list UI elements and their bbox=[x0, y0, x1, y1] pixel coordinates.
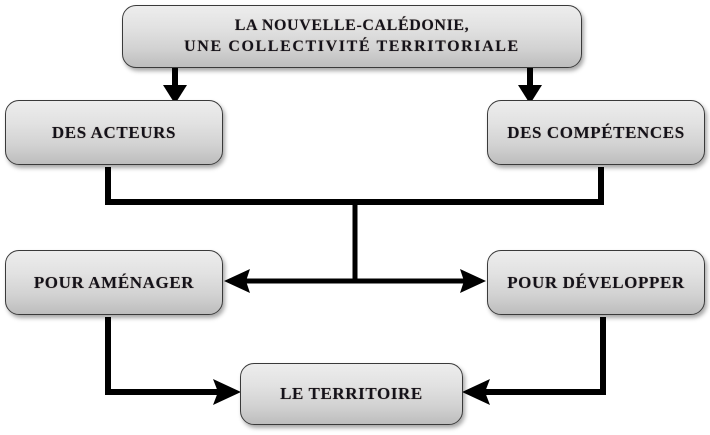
edge-junction-to-amenager bbox=[224, 269, 355, 293]
node-le-territoire[interactable]: LE TERRITOIRE bbox=[240, 363, 463, 425]
edge-title-to-competences bbox=[518, 68, 542, 104]
edge-title-to-acteurs bbox=[163, 68, 187, 104]
node-pour-developper-label: POUR DÉVELOPPER bbox=[507, 272, 685, 292]
node-title-line1: LA NOUVELLE-CALÉDONIE, bbox=[234, 17, 470, 35]
edge-competences-to-junction bbox=[355, 167, 604, 205]
node-des-acteurs-label: DES ACTEURS bbox=[51, 122, 177, 142]
node-le-territoire-label: LE TERRITOIRE bbox=[280, 384, 423, 404]
edge-amenager-to-territoire bbox=[105, 317, 241, 405]
node-nouvelle-caledonie[interactable]: LA NOUVELLE-CALÉDONIE, UNE COLLECTIVITÉ … bbox=[122, 5, 582, 68]
node-pour-amenager-label: POUR AMÉNAGER bbox=[33, 272, 195, 292]
node-des-competences[interactable]: DES COMPÉTENCES bbox=[487, 100, 705, 165]
node-pour-developper[interactable]: POUR DÉVELOPPER bbox=[487, 250, 705, 315]
node-pour-amenager[interactable]: POUR AMÉNAGER bbox=[5, 250, 223, 315]
edge-junction-to-developper bbox=[355, 269, 486, 293]
node-title-line2: UNE COLLECTIVITÉ TERRITORIALE bbox=[184, 37, 520, 55]
edge-acteurs-to-junction bbox=[105, 167, 355, 205]
node-des-competences-label: DES COMPÉTENCES bbox=[507, 122, 685, 142]
edge-developper-to-territoire bbox=[462, 317, 606, 405]
node-des-acteurs[interactable]: DES ACTEURS bbox=[5, 100, 223, 165]
